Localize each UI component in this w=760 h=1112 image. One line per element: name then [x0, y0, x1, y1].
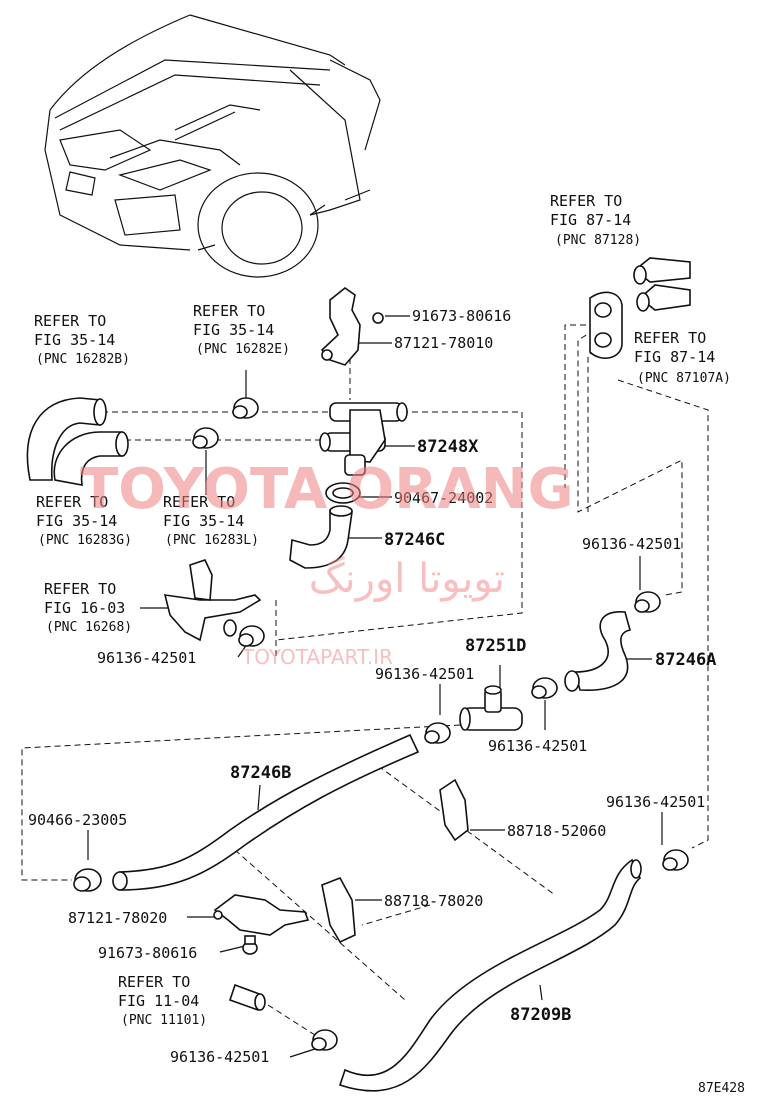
part-87251d: 87251D — [465, 636, 526, 656]
ref-16282e: REFER TO FIG 35-14 (PNC 16282E) — [193, 302, 290, 357]
clip-88718-52060 — [439, 778, 469, 842]
figure-code: 87E428 — [698, 1081, 745, 1096]
part-90466-23005: 90466-23005 — [28, 811, 127, 829]
part-88718-78020: 88718-78020 — [384, 892, 483, 910]
clamp-right-upper — [634, 591, 661, 613]
part-96136-42501-e: 96136-42501 — [606, 793, 705, 811]
clamp-connector-left — [424, 722, 451, 744]
clamp-lower-left — [238, 625, 265, 647]
svg-text:FIG 35-14: FIG 35-14 — [34, 331, 115, 349]
clamp-bottom — [311, 1029, 338, 1051]
svg-text:FIG 35-14: FIG 35-14 — [36, 512, 117, 530]
watermark-url: TOYOTAPART.IR — [241, 645, 393, 669]
solid-leaders — [87, 315, 663, 1058]
svg-text:(PNC 16268): (PNC 16268) — [46, 620, 132, 635]
bracket-87121-78020 — [213, 894, 310, 936]
part-96136-42501-a: 96136-42501 — [582, 535, 681, 553]
pipes-87107a — [633, 257, 691, 312]
svg-text:(PNC 87107A): (PNC 87107A) — [637, 371, 731, 386]
svg-text:REFER TO: REFER TO — [118, 973, 190, 991]
part-labels: 91673-80616 87121-78010 87248X 90467-240… — [28, 307, 716, 1066]
svg-text:(PNC 87128): (PNC 87128) — [555, 233, 641, 248]
part-96136-42501-c: 96136-42501 — [375, 665, 474, 683]
car-front-illustration — [44, 14, 381, 278]
svg-text:REFER TO: REFER TO — [36, 493, 108, 511]
svg-text:FIG 35-14: FIG 35-14 — [193, 321, 274, 339]
svg-text:REFER TO: REFER TO — [550, 192, 622, 210]
ref-11101: REFER TO FIG 11-04 (PNC 11101) — [118, 973, 207, 1028]
svg-text:FIG 87-14: FIG 87-14 — [550, 211, 631, 229]
part-87248x: 87248X — [417, 437, 479, 457]
ref-16282b: REFER TO FIG 35-14 (PNC 16282B) — [34, 312, 130, 367]
pipe-11101 — [228, 983, 266, 1012]
svg-text:FIG 87-14: FIG 87-14 — [634, 348, 715, 366]
ref-16283l: REFER TO FIG 35-14 (PNC 16283L) — [163, 493, 259, 548]
part-87209b: 87209B — [510, 1005, 571, 1025]
part-87121-78020: 87121-78020 — [68, 909, 167, 927]
part-96136-42501-f: 96136-42501 — [170, 1048, 269, 1066]
ref-16268: REFER TO FIG 16-03 (PNC 16268) — [44, 580, 132, 635]
ref-87128: REFER TO FIG 87-14 (PNC 87128) — [550, 192, 641, 248]
part-87246b: 87246B — [230, 763, 291, 783]
part-87121-78010: 87121-78010 — [394, 334, 493, 352]
connector-87251d — [459, 685, 523, 731]
pipe-16268 — [163, 559, 262, 642]
clamp-right-lower — [662, 849, 689, 871]
part-91673-80616-lower: 91673-80616 — [98, 944, 197, 962]
clamp-90466-23005 — [73, 868, 102, 892]
hose-16282b — [26, 397, 107, 481]
part-96136-42501-b: 96136-42501 — [97, 649, 196, 667]
svg-text:FIG 11-04: FIG 11-04 — [118, 992, 199, 1010]
hose-87209b — [338, 858, 642, 1092]
hose-87246a — [564, 611, 632, 692]
hose-87246c — [289, 505, 353, 569]
bolt-lower — [242, 935, 258, 955]
grommet-87128 — [589, 291, 623, 359]
svg-text:(PNC 16282B): (PNC 16282B) — [36, 352, 130, 367]
ref-16283g: REFER TO FIG 35-14 (PNC 16283G) — [36, 493, 132, 548]
ref-87107a: REFER TO FIG 87-14 (PNC 87107A) — [634, 329, 731, 386]
svg-text:REFER TO: REFER TO — [34, 312, 106, 330]
svg-text:(PNC 16283L): (PNC 16283L) — [165, 533, 259, 548]
clamp-connector-right — [531, 677, 558, 699]
watermark-persian: تویوتا اورنگ — [309, 556, 505, 602]
part-91673-80616-upper: 91673-80616 — [412, 307, 511, 325]
part-87246c: 87246C — [384, 530, 445, 550]
part-90467-24002: 90467-24002 — [394, 489, 493, 507]
part-87246a: 87246A — [655, 650, 716, 670]
clip-88718-78020 — [321, 876, 356, 944]
svg-text:(PNC 16283G): (PNC 16283G) — [38, 533, 132, 548]
part-96136-42501-d: 96136-42501 — [488, 737, 587, 755]
svg-text:(PNC 16282E): (PNC 16282E) — [196, 342, 290, 357]
svg-text:FIG 16-03: FIG 16-03 — [44, 599, 125, 617]
clamp-upper-1 — [232, 397, 259, 419]
svg-text:FIG 35-14: FIG 35-14 — [163, 512, 244, 530]
clamp-90467-24002 — [325, 482, 361, 504]
hose-87246b — [112, 733, 420, 891]
svg-text:REFER TO: REFER TO — [163, 493, 235, 511]
svg-text:REFER TO: REFER TO — [193, 302, 265, 320]
hose-16283g — [53, 431, 129, 486]
clamp-upper-2 — [192, 427, 219, 449]
part-88718-52060: 88718-52060 — [507, 822, 606, 840]
bracket-87121-78010 — [320, 287, 384, 366]
svg-text:REFER TO: REFER TO — [634, 329, 706, 347]
watermark-main: TOYOTA ORANG — [80, 457, 574, 522]
svg-text:REFER TO: REFER TO — [44, 580, 116, 598]
water-valve-87248x — [319, 402, 408, 476]
svg-text:(PNC 11101): (PNC 11101) — [121, 1013, 207, 1028]
